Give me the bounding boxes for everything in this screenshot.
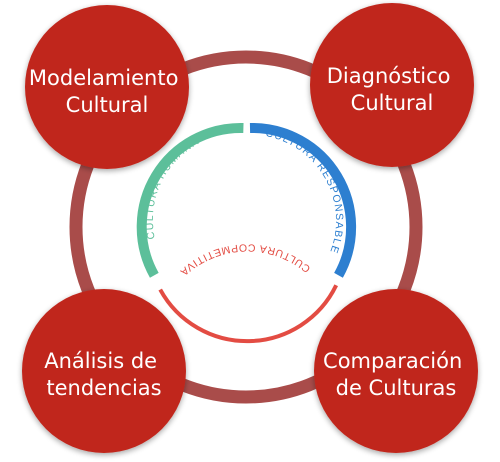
node-comparacion-de-culturas-label: Comparación de Culturas [323,349,469,400]
inner-ring-segment-responsible [249,122,357,278]
outer-ring [69,50,423,404]
node-modelamiento-cultural-label: Modelamiento Cultural [29,66,185,117]
inner-ring-segment-competitive [158,284,338,344]
node-diagnostico-cultural-label: Diagnóstico Cultural [327,64,457,115]
node-diagnostico-cultural [310,3,474,167]
node-analisis-de-tendencias [22,289,186,453]
node-modelamiento-cultural [25,5,189,169]
inner-ring-segment-human [136,122,244,278]
inner-ring-label-responsible: CULTURA RESPONSABLE [264,127,345,256]
node-analisis-de-tendencias-label: Análisis de tendencias [44,349,164,400]
inner-ring-label-competitive: CULTURA COPMETITIVA [177,241,313,278]
node-comparacion-de-culturas [314,289,478,453]
